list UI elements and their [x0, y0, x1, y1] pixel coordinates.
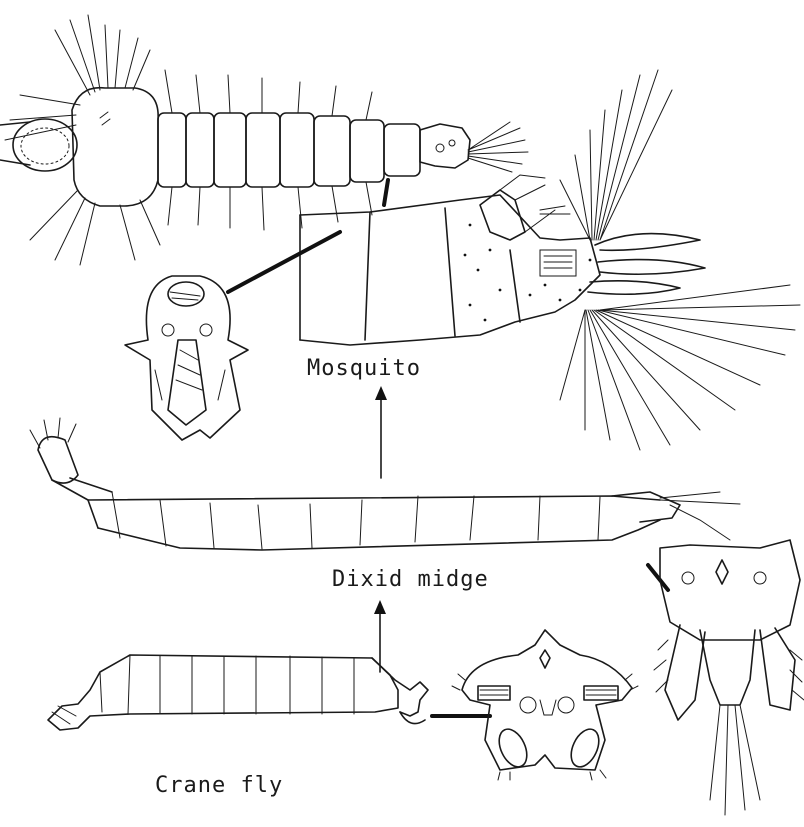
mosquito-larva-dorsal	[0, 15, 528, 265]
stipple-dots	[464, 224, 592, 322]
mosquito-segments	[158, 113, 420, 187]
arrow-dixid-to-mosquito	[375, 386, 387, 478]
connector-tick-mosquito	[384, 180, 388, 205]
label-dixid-midge: Dixid midge	[332, 567, 489, 592]
connector-bar-dixid	[648, 565, 668, 590]
label-mosquito: Mosquito	[307, 356, 421, 381]
mosquito-terminal-segments	[300, 70, 800, 450]
crane-fly-larva	[48, 655, 428, 730]
mosquito-head-capsule	[125, 276, 248, 440]
label-crane-fly: Crane fly	[155, 773, 283, 798]
crane-fly-spiracular-disc	[452, 630, 638, 780]
dixid-midge-larva	[30, 418, 740, 550]
connector-bar-mosquito	[228, 232, 340, 292]
dixid-terminal-detail	[654, 540, 804, 815]
